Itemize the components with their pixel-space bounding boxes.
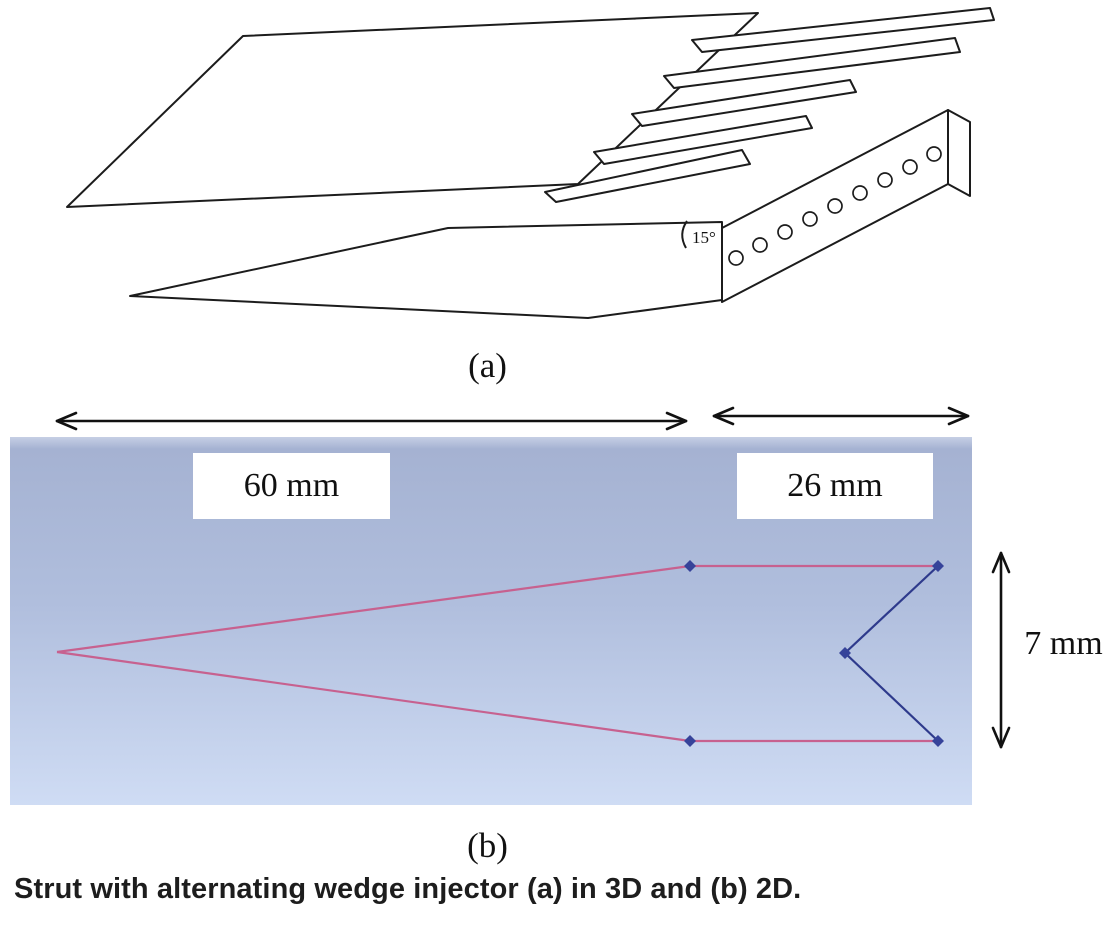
dim-label-7mm: 7 mm — [1014, 622, 1113, 666]
alternating-wedge — [691, 7, 995, 53]
alternating-wedge — [631, 79, 857, 127]
figure-caption: Strut with alternating wedge injector (a… — [14, 873, 802, 905]
dimension-arrow-26mm — [712, 406, 970, 426]
injection-holes — [728, 146, 942, 266]
panel-a-sketch: 15° — [66, 7, 995, 319]
angle-arc — [681, 220, 688, 249]
injection-hole — [752, 237, 768, 253]
dimension-arrow-7mm — [991, 551, 1011, 749]
angle-label: 15° — [692, 228, 716, 247]
injection-hole — [877, 172, 893, 188]
alternating-wedge — [544, 149, 751, 203]
alternating-wedge — [663, 37, 961, 89]
base-block-end-face — [947, 109, 971, 197]
dim-label-26mm: 26 mm — [787, 467, 883, 504]
alternating-wedges — [544, 7, 995, 203]
injection-hole — [902, 159, 918, 175]
injection-hole — [728, 250, 744, 266]
dim-box-26mm: 26 mm — [737, 453, 933, 519]
injection-hole — [802, 211, 818, 227]
dimension-arrow-60mm — [55, 411, 688, 431]
upper-wedge-plate — [66, 12, 759, 208]
panel-a-label: (a) — [468, 346, 507, 385]
lower-wedge-plate — [129, 221, 723, 319]
dim-box-60mm: 60 mm — [193, 453, 390, 519]
alternating-wedge — [593, 115, 813, 165]
dim-label-60mm: 60 mm — [243, 467, 340, 504]
injection-hole — [777, 224, 793, 240]
injection-hole — [852, 185, 868, 201]
panel-b-label: (b) — [467, 826, 508, 865]
injection-hole — [827, 198, 843, 214]
injection-hole — [926, 146, 942, 162]
